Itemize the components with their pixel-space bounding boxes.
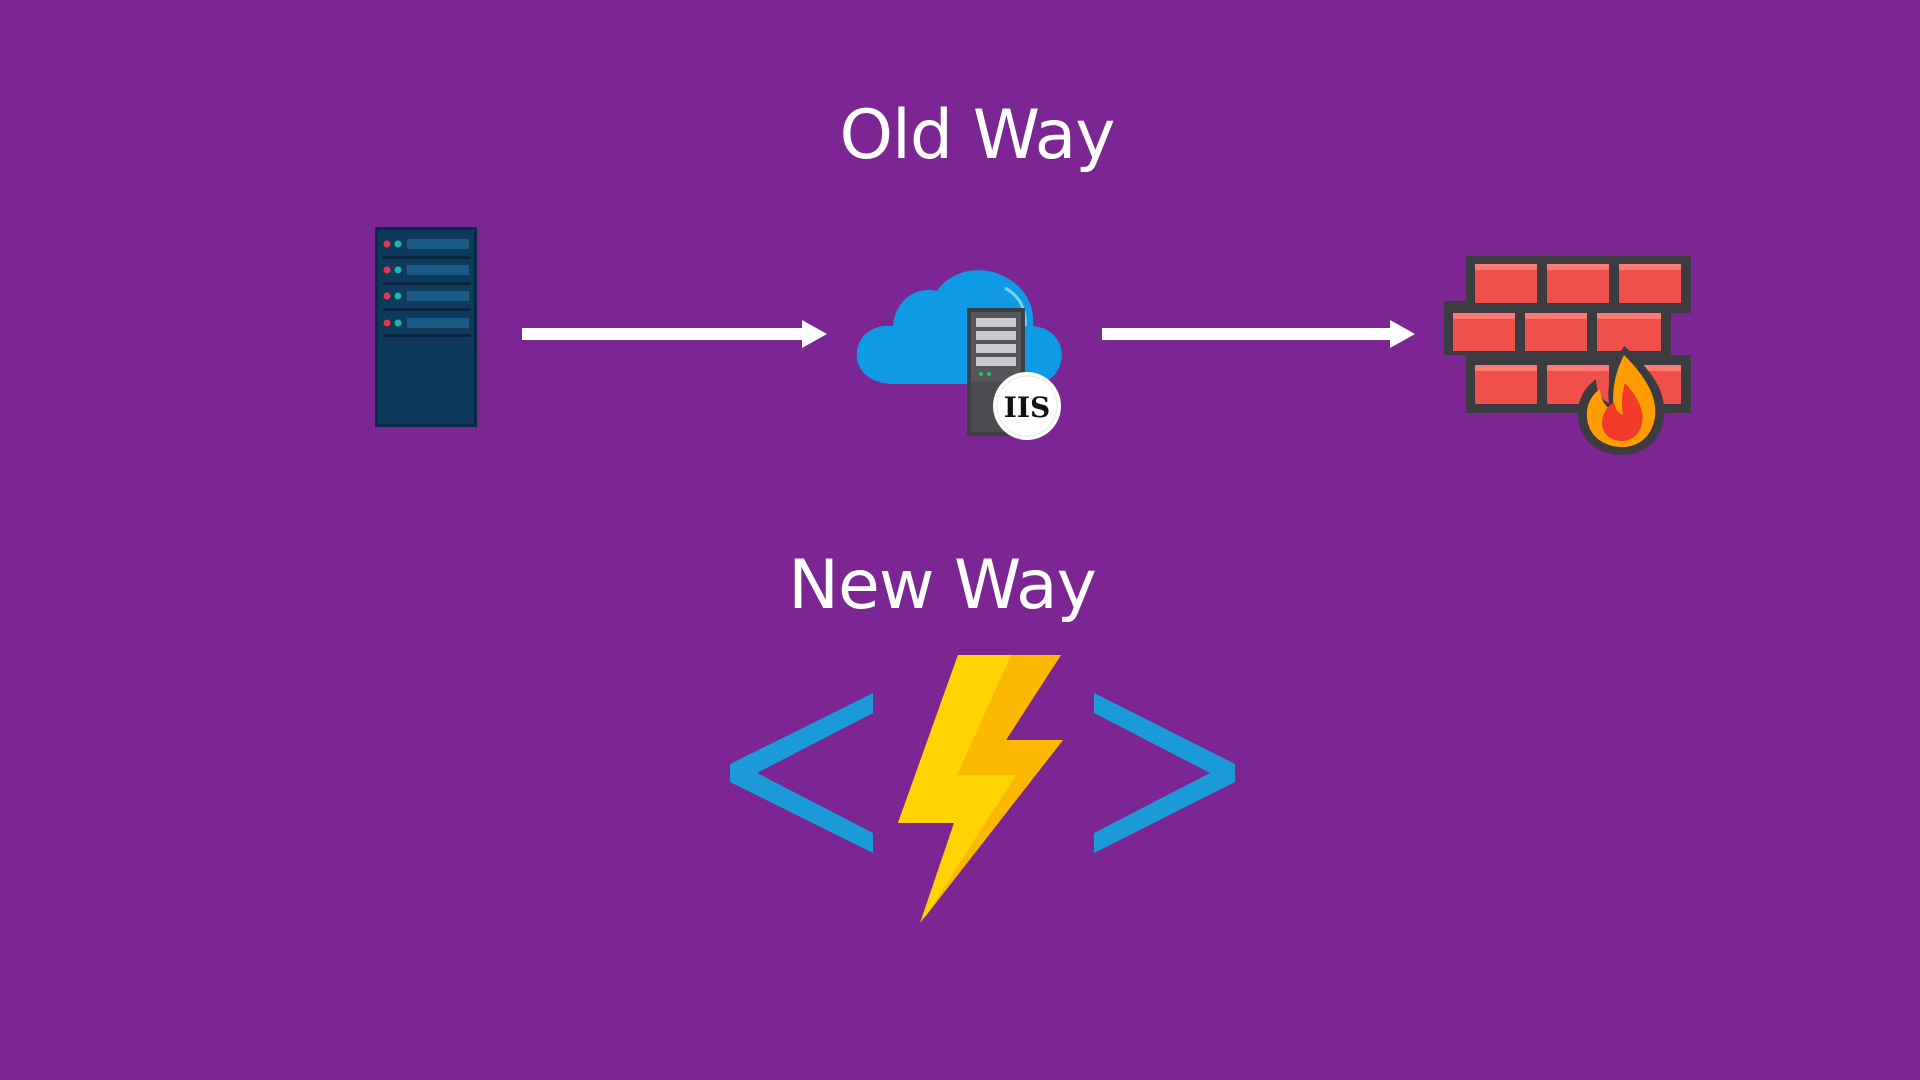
server-rack-icon: [375, 227, 477, 427]
old-way-heading: Old Way: [839, 96, 1116, 175]
firewall-icon: [1444, 256, 1691, 455]
azure-functions-icon: [730, 655, 1235, 923]
arrow-right-icon: [1102, 320, 1415, 348]
iis-badge-label: IIS: [1004, 391, 1050, 424]
new-way-heading: New Way: [788, 546, 1097, 625]
arrow-right-icon: [522, 320, 827, 348]
iis-cloud-server-icon: IIS: [856, 270, 1062, 440]
